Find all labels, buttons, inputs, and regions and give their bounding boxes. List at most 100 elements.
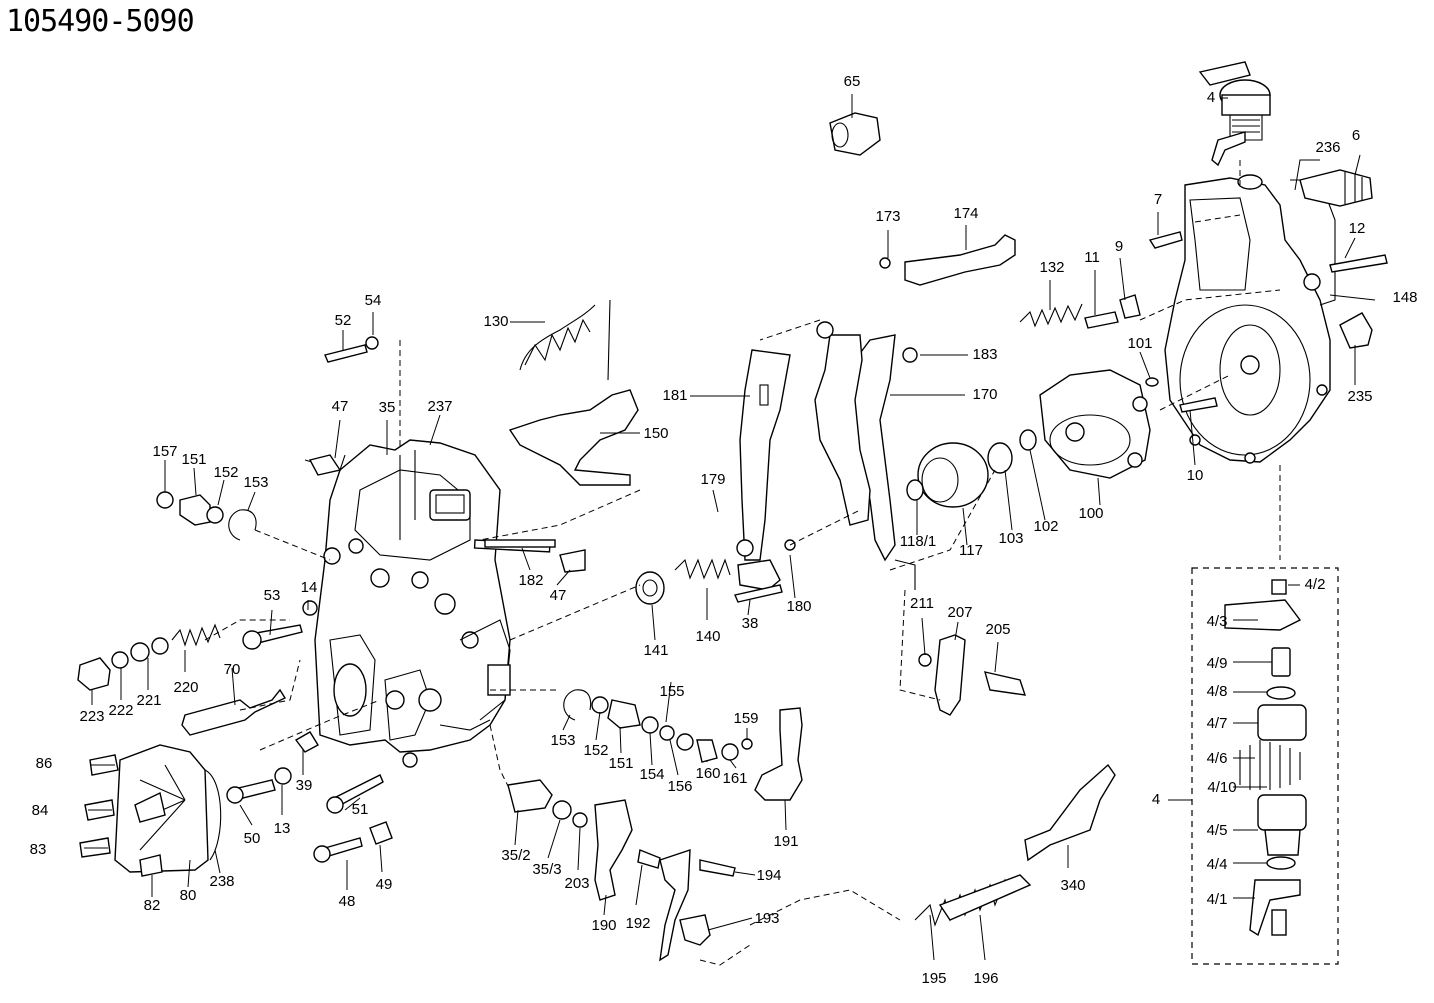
label-4: 4 xyxy=(1206,89,1216,106)
springs xyxy=(171,303,1301,927)
label-70: 70 xyxy=(223,661,241,678)
stop-device xyxy=(1198,61,1271,167)
label-9: 9 xyxy=(1114,238,1124,255)
adjustment-parts xyxy=(563,539,803,801)
label-130: 130 xyxy=(483,313,509,330)
label-155: 155 xyxy=(659,683,685,700)
plug-6 xyxy=(1299,169,1373,207)
label-340: 340 xyxy=(1060,877,1086,894)
label-52: 52 xyxy=(334,312,352,329)
label-12: 12 xyxy=(1348,220,1366,237)
label-195: 195 xyxy=(921,970,947,987)
label-84: 84 xyxy=(31,802,49,819)
control-levers xyxy=(739,321,918,590)
label-100: 100 xyxy=(1078,505,1104,522)
label-205: 205 xyxy=(985,621,1011,638)
label-196: 196 xyxy=(973,970,999,987)
right-screws xyxy=(1084,231,1388,413)
label-4-9: 4/9 xyxy=(1206,655,1228,672)
label-54: 54 xyxy=(364,292,382,309)
part-235 xyxy=(1339,312,1373,349)
label-223: 223 xyxy=(79,708,105,725)
label-181: 181 xyxy=(662,387,688,404)
label-140: 140 xyxy=(695,628,721,645)
label-39: 39 xyxy=(295,777,313,794)
label-6: 6 xyxy=(1351,127,1361,144)
label-141: 141 xyxy=(643,642,669,659)
label-4-8: 4/8 xyxy=(1206,683,1228,700)
pump-housing xyxy=(304,439,551,768)
label-83: 83 xyxy=(29,841,47,858)
left-small-parts xyxy=(77,336,586,736)
label-236: 236 xyxy=(1315,139,1341,156)
label-49: 49 xyxy=(375,876,393,893)
label-4-2: 4/2 xyxy=(1304,576,1326,593)
nut-65 xyxy=(829,112,881,156)
label-35-2: 35/2 xyxy=(501,847,531,864)
label-13: 13 xyxy=(273,820,291,837)
label-4-3: 4/3 xyxy=(1206,613,1228,630)
label-101: 101 xyxy=(1127,335,1153,352)
label-194: 194 xyxy=(756,867,782,884)
label-190: 190 xyxy=(591,917,617,934)
label-193: 193 xyxy=(754,910,780,927)
label-191: 191 xyxy=(773,833,799,850)
label-179: 179 xyxy=(700,471,726,488)
label-51: 51 xyxy=(351,801,369,818)
label-238: 238 xyxy=(209,873,235,890)
label-35-3: 35/3 xyxy=(532,861,562,878)
label-38: 38 xyxy=(741,615,759,632)
label-4-6: 4/6 xyxy=(1206,750,1228,767)
label-221: 221 xyxy=(136,692,162,709)
tension-lever xyxy=(508,299,639,486)
governor-weight-assembly xyxy=(1039,369,1151,479)
parts-205-207-211 xyxy=(918,634,1027,716)
label-47-mid: 47 xyxy=(549,587,567,604)
detail-box xyxy=(1191,567,1339,965)
label-103: 103 xyxy=(998,530,1024,547)
label-156: 156 xyxy=(667,778,693,795)
dashed-alignment-lines xyxy=(204,160,1281,966)
label-153-mid: 153 xyxy=(550,732,576,749)
label-50: 50 xyxy=(243,830,261,847)
label-159: 159 xyxy=(733,710,759,727)
label-4-4: 4/4 xyxy=(1206,856,1228,873)
label-10: 10 xyxy=(1186,467,1204,484)
label-14: 14 xyxy=(300,579,318,596)
label-4-10: 4/10 xyxy=(1207,779,1237,796)
label-102: 102 xyxy=(1033,518,1059,535)
label-4-5: 4/5 xyxy=(1206,822,1228,839)
label-80: 80 xyxy=(179,887,197,904)
label-192: 192 xyxy=(625,915,651,932)
label-47-top: 47 xyxy=(331,398,349,415)
label-152-left: 152 xyxy=(213,464,239,481)
label-4-7: 4/7 xyxy=(1206,715,1228,732)
label-222: 222 xyxy=(108,702,134,719)
bracket-340 xyxy=(938,763,1116,921)
label-48: 48 xyxy=(338,893,356,910)
label-180: 180 xyxy=(786,598,812,615)
bracket-174 xyxy=(879,234,1016,286)
label-65: 65 xyxy=(843,73,861,90)
label-161: 161 xyxy=(722,770,748,787)
label-151-mid: 151 xyxy=(608,755,634,772)
label-173: 173 xyxy=(875,208,901,225)
label-152-mid: 152 xyxy=(583,742,609,759)
detail-parts xyxy=(1224,579,1307,937)
cover-plate xyxy=(79,744,222,877)
label-153-left: 153 xyxy=(243,474,269,491)
label-11: 11 xyxy=(1084,249,1100,266)
label-174: 174 xyxy=(953,205,979,222)
label-203: 203 xyxy=(564,875,590,892)
label-35: 35 xyxy=(378,399,396,416)
label-182: 182 xyxy=(518,572,544,589)
label-151-left: 151 xyxy=(181,451,207,468)
label-148: 148 xyxy=(1392,289,1418,306)
sleeve-parts xyxy=(906,429,1037,508)
label-4-1: 4/1 xyxy=(1206,891,1228,908)
lower-screws xyxy=(226,731,393,863)
label-117: 117 xyxy=(959,542,983,559)
label-160: 160 xyxy=(695,765,721,782)
label-170: 170 xyxy=(972,386,998,403)
